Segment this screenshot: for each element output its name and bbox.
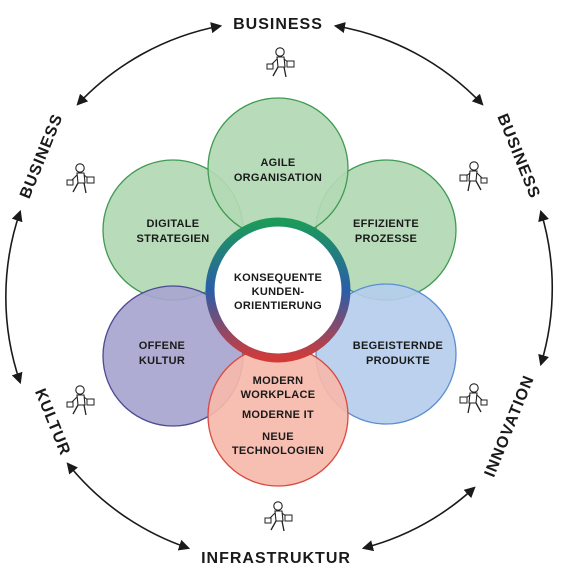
modern-line3: MODERNE IT	[242, 409, 314, 421]
modern-line4: NEUE	[262, 431, 294, 443]
label-kultur: KULTUR	[31, 386, 73, 458]
agile-line2: ORGANISATION	[234, 172, 322, 184]
arrow-lower-left-to-bottom	[66, 462, 191, 551]
modern-line5: TECHNOLOGIEN	[232, 445, 324, 457]
modern-line2: WORKPLACE	[241, 389, 316, 401]
center-line1: KONSEQUENTE	[234, 272, 322, 284]
begeisternde-line2: PRODUKTE	[366, 355, 430, 367]
label-business-top: BUSINESS	[233, 16, 323, 33]
begeisternde-line1: BEGEISTERNDE	[353, 340, 443, 352]
label-business-upper-left: BUSINESS	[17, 112, 66, 202]
offene-line1: OFFENE	[139, 340, 185, 352]
effiziente-line2: PROZESSE	[355, 233, 417, 245]
person-with-briefcase-icon	[459, 161, 488, 192]
modern-line1: MODERN	[253, 375, 304, 387]
label-innovation: INNOVATION	[482, 373, 538, 480]
arrow-upper-left-to-lower-left	[5, 209, 23, 385]
digitale-line2: STRATEGIEN	[136, 233, 209, 245]
agile-line1: AGILE	[260, 157, 295, 169]
arrow-top-to-upper-right	[333, 21, 484, 106]
person-with-briefcase-icon	[66, 163, 95, 194]
center-ring	[205, 217, 351, 363]
label-infrastruktur: INFRASTRUKTUR	[201, 550, 351, 567]
person-with-briefcase-icon	[266, 47, 295, 78]
person-with-briefcase-icon	[264, 501, 293, 532]
person-with-briefcase-icon	[66, 385, 95, 416]
person-with-briefcase-icon	[459, 383, 488, 414]
arrow-lower-right-to-bottom	[361, 486, 476, 552]
center-line2: KUNDEN-	[252, 286, 305, 298]
arrow-upper-right-to-lower-right	[538, 209, 554, 367]
offene-line2: KULTUR	[139, 355, 185, 367]
label-business-upper-right: BUSINESS	[493, 112, 542, 202]
center-line3: ORIENTIERUNG	[234, 300, 322, 312]
digitale-line1: DIGITALE	[147, 218, 200, 230]
outer-cycle-arrows	[5, 21, 554, 552]
effiziente-line1: EFFIZIENTE	[353, 218, 419, 230]
circle-begeisternde-produkte	[315, 283, 457, 425]
arrow-top-to-upper-left	[76, 22, 223, 106]
